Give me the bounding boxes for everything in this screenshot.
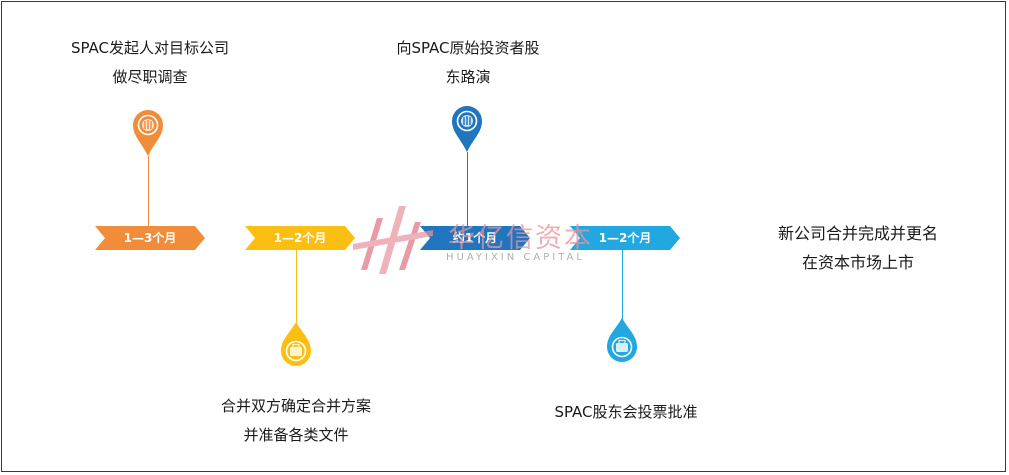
briefcase-icon [281,322,311,366]
step1-duration: 1—3个月 [123,231,177,245]
step1-label-line1: SPAC发起人对目标公司 [70,39,230,57]
step2-duration-arrow [245,226,355,250]
watermark-logo [353,206,433,274]
step1-label-line2: 做尽职调查 [112,68,188,86]
watermark-text-en: HUAYIXIN CAPITAL [446,252,585,263]
step2-duration: 1—2个月 [273,231,327,245]
step4-label-line1: SPAC股东会投票批准 [554,403,698,421]
people-icon [452,106,482,152]
final-outcome-line2: 在资本市场上市 [801,253,914,272]
step1-label: SPAC发起人对目标公司 做尽职调查 [40,34,260,92]
step4-label: SPAC股东会投票批准 [516,398,736,427]
final-outcome: 新公司合并完成并更名 在资本市场上市 [748,219,968,277]
people-icon [133,110,163,156]
step2-label: 合并双方确定合并方案 并准备各类文件 [186,392,406,450]
step2-label-line1: 合并双方确定合并方案 [220,397,371,415]
step2-connector [296,250,297,324]
watermark-text-cn: 华亿信资本 [448,223,593,254]
final-outcome-line1: 新公司合并完成并更名 [777,224,938,243]
step3-duration: 约1个月 [452,231,498,245]
step4-duration-arrow [570,226,680,250]
step3-connector [467,152,468,226]
step4-duration: 1—2个月 [598,231,652,245]
step1-duration-arrow [95,226,205,250]
step2-label-line2: 并准备各类文件 [243,426,349,444]
step3-label-line2: 东路演 [445,68,491,86]
step3-duration-arrow [420,226,530,250]
step4-connector [622,250,623,320]
briefcase-icon [607,318,637,362]
step3-label-line1: 向SPAC原始投资者股 [396,39,540,57]
step3-label: 向SPAC原始投资者股 东路演 [358,34,578,92]
step1-connector [148,156,149,226]
